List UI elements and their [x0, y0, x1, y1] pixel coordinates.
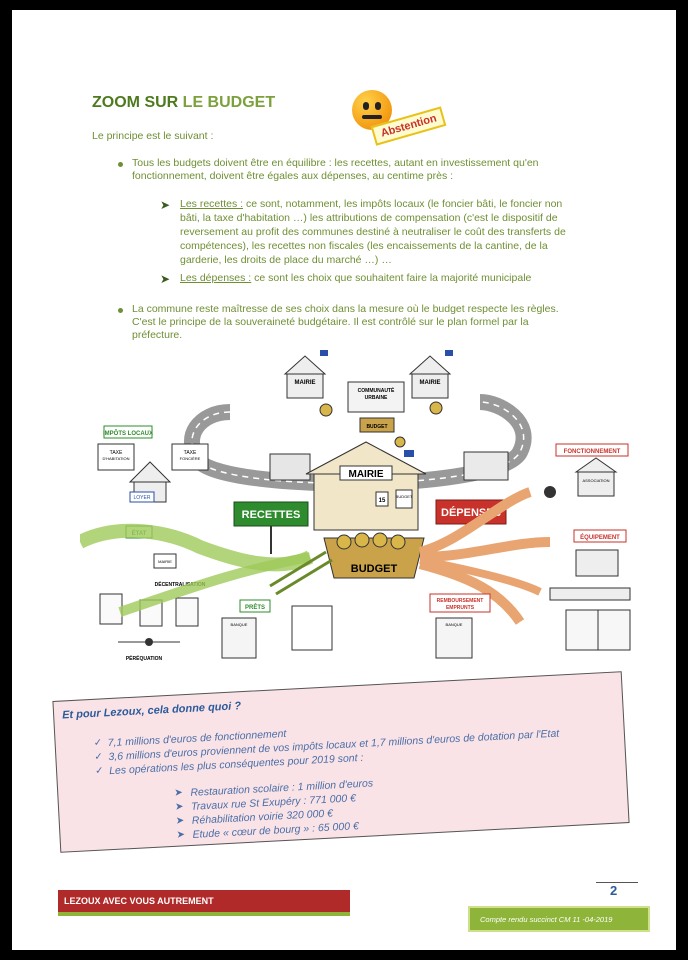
- recettes-text: ce sont, notamment, les impôts locaux (l…: [243, 198, 563, 210]
- depenses-label: Les dépenses :: [180, 272, 252, 284]
- decentralisation-label: DÉCENTRALISATION: [155, 580, 206, 588]
- recettes-line4: compétences), les recettes non fiscales …: [180, 240, 548, 252]
- recettes-line1: Les recettes : ce sont, notamment, les i…: [180, 198, 562, 212]
- page-number: 2: [610, 883, 618, 898]
- bullet1-line2: fonctionnement, doivent être égales aux …: [132, 170, 454, 182]
- budget-mini-label: BUDGET: [396, 494, 413, 499]
- recettes-sign-label: RECETTES: [242, 509, 301, 521]
- depenses-line: Les dépenses : ce sont les choix que sou…: [180, 272, 531, 286]
- taxe-fonciere-label-2: FONCIÈRE: [180, 456, 201, 461]
- number-15: 15: [379, 498, 386, 504]
- association-label: ASSOCIATION: [582, 478, 609, 483]
- taxe-habitation-label-2: D'HABITATION: [102, 456, 129, 461]
- fonctionnement-label: FONCTIONNEMENT: [564, 449, 621, 455]
- taxe-habitation-label-1: TAXE: [110, 450, 123, 456]
- page-title: ZOOM SUR LE BUDGET: [92, 94, 275, 112]
- truck-icon: [269, 453, 311, 481]
- bullet2-line3: préfecture.: [132, 329, 183, 341]
- emoji-face-icon: [352, 90, 392, 130]
- arrow-bullet-icon: ➤: [160, 272, 171, 286]
- document-page: ZOOM SUR LE BUDGET Abstention Le princip…: [12, 10, 676, 950]
- footer-left-text: LEZOUX AVEC VOUS AUTREMENT: [64, 896, 214, 906]
- mairie-right-house: MAIRIE: [408, 350, 453, 399]
- perequation-label: PÉRÉQUATION: [126, 654, 163, 662]
- compte-rendu-text: Compte rendu succinct CM 11 -04-2019: [480, 915, 613, 924]
- bullet-dot-icon: [118, 162, 123, 167]
- page-number-rule: [596, 882, 638, 883]
- bus-icon: [463, 451, 509, 481]
- arrow-bullet-icon: ➤: [160, 198, 171, 212]
- budget-center-label: BUDGET: [351, 563, 398, 575]
- compte-rendu-box: Compte rendu succinct CM 11 -04-2019: [468, 906, 650, 932]
- remboursement-label-2: EMPRUNTS: [446, 605, 475, 611]
- equipement-label: ÉQUIPEMENT: [580, 533, 620, 541]
- arrow-bullet-icon: ➤: [175, 815, 185, 827]
- budget-small-label: BUDGET: [366, 424, 387, 430]
- mairie-center-label: MAIRIE: [349, 469, 384, 480]
- prets-label: PRÊTS: [245, 603, 265, 611]
- abstention-stamp: Abstention: [352, 90, 462, 150]
- mairie-mini-label: MAIRIE: [158, 559, 172, 564]
- arrow-bullet-icon: ➤: [176, 829, 186, 841]
- check-icon: ✓: [93, 737, 103, 749]
- check-icon: ✓: [94, 765, 104, 777]
- center-mairie: MAIRIE 15 BUDGET: [305, 441, 427, 531]
- communaute-label-1: COMMUNAUTÉ: [358, 386, 395, 394]
- depenses-text: ce sont les choix que souhaitent faire l…: [251, 272, 532, 284]
- recettes-line5: garderie, les droits de place du marché …: [180, 254, 392, 266]
- taxe-fonciere-label-1: TAXE: [184, 450, 197, 456]
- lezoux-heading: Et pour Lezoux, cela donne quoi ?: [61, 700, 242, 722]
- banque-right-label: BANQUE: [446, 622, 463, 627]
- remboursement-label-1: REMBOURSEMENT: [437, 598, 484, 604]
- mairie-left-house: MAIRIE: [283, 350, 328, 399]
- bullet1-line1: Tous les budgets doivent être en équilib…: [132, 157, 539, 169]
- intro-text: Le principe est le suivant :: [92, 130, 214, 142]
- banque-left-label: BANQUE: [231, 622, 248, 627]
- recettes-line3: reversement au profit des communes desti…: [180, 226, 566, 238]
- communaute-urbaine-box: COMMUNAUTÉ URBAINE BUDGET: [347, 381, 405, 433]
- title-zoom: ZOOM SUR: [92, 94, 179, 111]
- footer-banner: LEZOUX AVEC VOUS AUTREMENT: [58, 890, 350, 916]
- title-budget: LE BUDGET: [178, 94, 276, 111]
- arrow-bullet-icon: ➤: [174, 801, 184, 813]
- mairie-right-label: MAIRIE: [420, 380, 441, 386]
- mairie-left-label: MAIRIE: [295, 380, 316, 386]
- recettes-line2: bâti, la taxe d'habitation …) les attrib…: [180, 212, 558, 224]
- impots-locaux-label: IMPÔTS LOCAUX: [103, 429, 153, 437]
- bullet-dot-icon: [118, 308, 123, 313]
- budget-illustration: MAIRIE MAIRIE COMMUNAUTÉ URBAINE BUDGET …: [80, 350, 631, 662]
- loyer-label: LOYER: [134, 495, 151, 501]
- recettes-label: Les recettes :: [180, 198, 244, 210]
- lezoux-summary-box: Et pour Lezoux, cela donne quoi ? ✓ 7,1 …: [52, 671, 630, 853]
- communaute-label-2: URBAINE: [365, 395, 388, 401]
- bullet2-line2: C'est le principe de la souveraineté bud…: [132, 316, 529, 328]
- check-icon: ✓: [94, 751, 104, 763]
- bullet2-line1: La commune reste maîtresse de ses choix …: [132, 303, 559, 315]
- arrow-bullet-icon: ➤: [174, 787, 184, 799]
